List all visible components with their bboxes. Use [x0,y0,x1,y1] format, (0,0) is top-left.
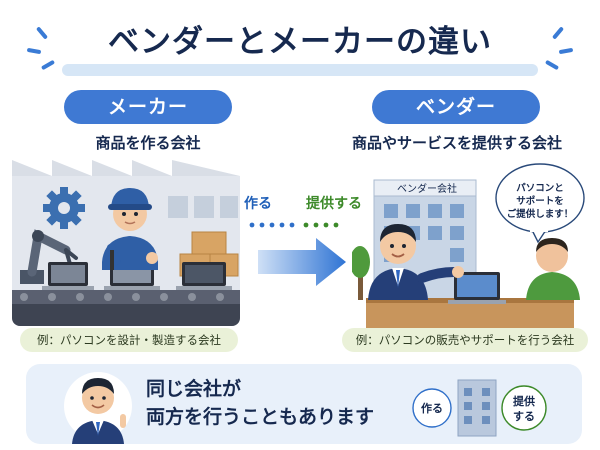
customer [526,238,580,300]
speech-line-2: サポートを [516,196,564,207]
laptop-icon [448,272,506,304]
title-sparkle-right [544,59,560,71]
vendor-subtitle: 商品やサービスを提供する会社 [351,134,562,152]
speech-bubble [495,163,585,244]
maker-caption: 例：パソコンを設計・製造する会社 [20,328,238,352]
bottom-note-line-2: 両方を行うこともあります [146,406,375,428]
flow-make-label: 作る [244,196,272,212]
bubble-make: 作る [421,402,443,415]
bubble-provide-2: する [513,410,535,423]
bubble-provide-1: 提供 [513,395,535,408]
factory-illustration [12,150,240,326]
title-sparkle-left [40,59,56,71]
speech-line-1: パソコンと [516,183,564,194]
laptop-icon [176,262,232,290]
flow-arrow [249,222,346,286]
vendor-scene [352,163,585,328]
factory-worker [102,188,158,270]
maker-subtitle: 商品を作る会社 [95,134,201,152]
laptop-icon [42,262,94,290]
vendor-pill: ベンダー [372,90,540,124]
flow-provide-label: 提供する [306,196,362,212]
bottom-note-line-1: 同じ会社が [146,378,242,400]
vendor-caption: 例：パソコンの販売やサポートを行う会社 [342,328,588,352]
robot-arm-icon [20,229,78,284]
both-roles-illustration [412,379,547,437]
speech-line-3: ご提供します！ [506,209,574,220]
salesperson [368,224,464,300]
building-sign: ベンダー会社 [397,184,457,195]
title-underline [62,64,538,76]
gear-icon [43,187,85,229]
maker-pill: メーカー [64,90,232,124]
small-building-icon [457,379,497,437]
presenter-illustration [64,372,132,444]
vendor-illustration [352,158,588,328]
factory-scene [12,160,240,326]
page-title: ベンダーとメーカーの違い [108,24,492,60]
